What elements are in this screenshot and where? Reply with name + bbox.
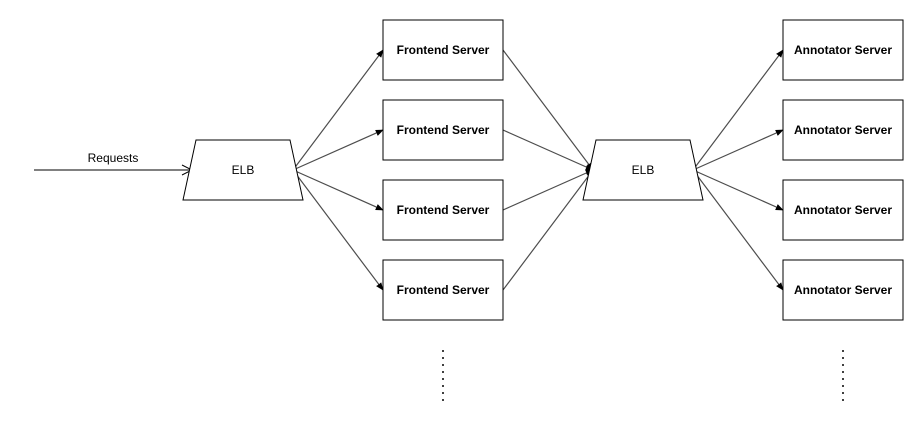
edge-elb-frontend-2 — [292, 129, 384, 171]
annotator-server-node[interactable]: Annotator Server — [782, 99, 904, 161]
annotator-server-node[interactable]: Annotator Server — [782, 179, 904, 241]
requests-label: Requests — [88, 151, 139, 165]
annotator-server-label: Annotator Server — [794, 203, 892, 217]
annotator-server-node[interactable]: Annotator Server — [782, 19, 904, 81]
elb-back-label: ELB — [632, 163, 655, 177]
edge-elb-annotator-4 — [692, 169, 784, 291]
annotator-server-label: Annotator Server — [794, 283, 892, 297]
elb-front-node[interactable]: ELB — [182, 139, 304, 201]
edge-elb-annotator-3 — [692, 169, 784, 211]
edge-elb-frontend-4 — [292, 169, 384, 291]
edge-elb-frontend-1 — [292, 49, 384, 171]
elb-back-node[interactable]: ELB — [582, 139, 704, 201]
edge-elb-annotator-2 — [692, 129, 784, 171]
frontend-server-label: Frontend Server — [397, 43, 490, 57]
edges-elb-to-frontend — [292, 49, 384, 291]
requests-edge: Requests — [34, 151, 192, 170]
frontend-server-node[interactable]: Frontend Server — [382, 19, 504, 81]
edges-elb-to-annotator — [692, 49, 784, 291]
frontend-server-node[interactable]: Frontend Server — [382, 99, 504, 161]
annotator-server-node[interactable]: Annotator Server — [782, 259, 904, 321]
annotator-server-label: Annotator Server — [794, 43, 892, 57]
frontend-server-node[interactable]: Frontend Server — [382, 259, 504, 321]
frontend-server-label: Frontend Server — [397, 203, 490, 217]
edge-elb-annotator-1 — [692, 49, 784, 171]
frontend-server-label: Frontend Server — [397, 123, 490, 137]
elb-front-label: ELB — [232, 163, 255, 177]
frontend-server-label: Frontend Server — [397, 283, 490, 297]
edge-frontend-3-elb — [502, 169, 594, 211]
edge-frontend-4-elb — [502, 169, 594, 291]
edge-elb-frontend-3 — [292, 169, 384, 211]
edge-frontend-2-elb — [502, 129, 594, 171]
annotator-server-label: Annotator Server — [794, 123, 892, 137]
edges-frontend-to-elb — [502, 49, 594, 291]
edge-frontend-1-elb — [502, 49, 594, 171]
frontend-server-node[interactable]: Frontend Server — [382, 179, 504, 241]
